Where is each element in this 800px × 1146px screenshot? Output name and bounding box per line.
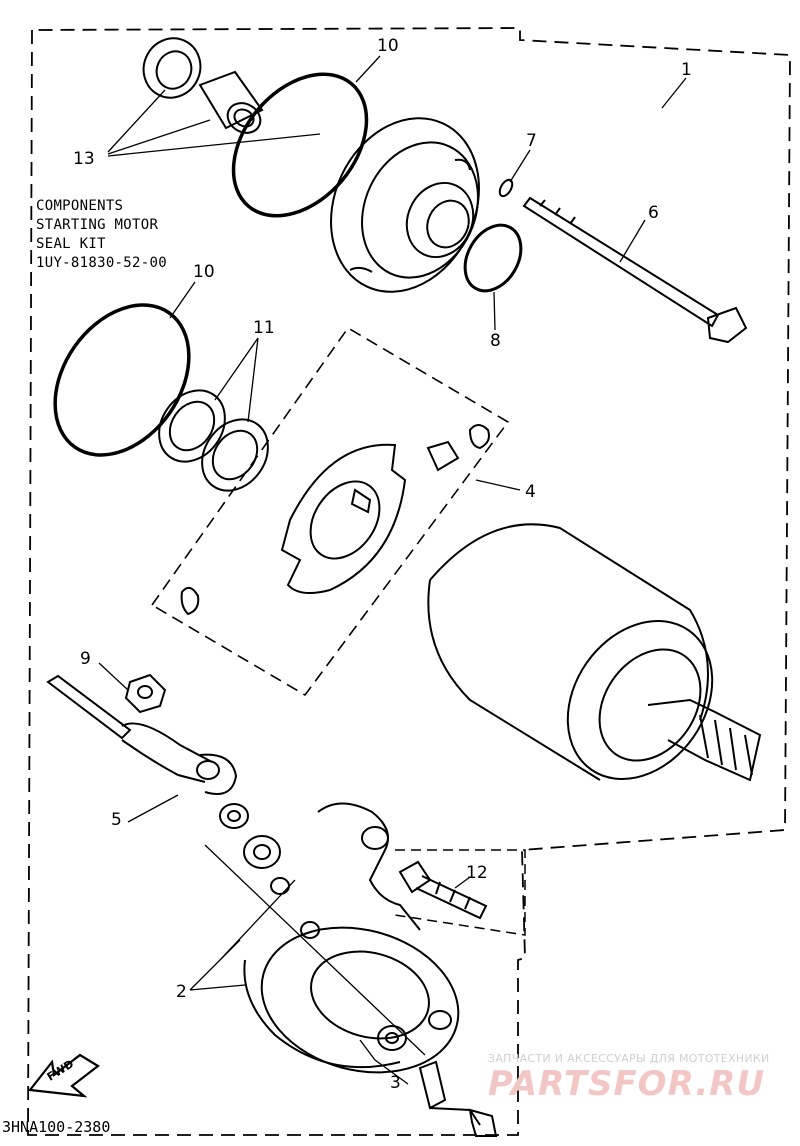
brush-holder bbox=[418, 1060, 498, 1137]
callout-3: 3 bbox=[390, 1073, 401, 1093]
note-line-1: COMPONENTS bbox=[36, 198, 124, 214]
callout-6: 6 bbox=[648, 203, 659, 223]
bolt-group-boundary bbox=[394, 849, 526, 936]
fwd-arrow-icon bbox=[27, 1053, 100, 1098]
callout-1: 1 bbox=[681, 60, 692, 80]
armature-yoke bbox=[427, 523, 762, 782]
diagram-code: 3HNA100-2380 bbox=[2, 1118, 111, 1136]
brush-group-boundary bbox=[150, 326, 510, 697]
assembly-boundary bbox=[27, 27, 791, 1136]
callout-4: 4 bbox=[525, 482, 536, 502]
through-bolt bbox=[522, 196, 748, 344]
o-ring-small bbox=[463, 223, 523, 293]
lead-wire bbox=[46, 674, 238, 795]
terminal-nut bbox=[124, 673, 167, 714]
callout-8: 8 bbox=[490, 331, 501, 351]
o-ring-large-upper bbox=[231, 72, 369, 218]
callout-9: 9 bbox=[80, 649, 91, 669]
callout-2: 2 bbox=[176, 982, 187, 1002]
brush-plate bbox=[180, 424, 490, 616]
callout-10-lower: 10 bbox=[193, 262, 215, 282]
note-line-4: 1UY-81830-52-00 bbox=[36, 255, 167, 271]
note-line-2: STARTING MOTOR bbox=[36, 217, 159, 233]
small-washer bbox=[498, 178, 514, 198]
callout-7: 7 bbox=[526, 131, 537, 151]
shim-washers bbox=[158, 389, 269, 492]
callout-11: 11 bbox=[253, 318, 275, 338]
callout-12: 12 bbox=[466, 863, 488, 883]
note-line-3: SEAL KIT bbox=[36, 236, 106, 252]
o-ring-large-lower bbox=[53, 303, 191, 457]
seal-ring bbox=[142, 37, 202, 99]
rear-cover bbox=[219, 802, 460, 1074]
callout-5: 5 bbox=[111, 810, 122, 830]
callout-13: 13 bbox=[73, 149, 95, 169]
front-cover bbox=[330, 117, 480, 293]
needle-bearing bbox=[198, 70, 264, 134]
watermark-logo: PARTSFOR.RU bbox=[488, 1064, 766, 1104]
watermark-tagline: ЗАПЧАСТИ И АКСЕССУАРЫ ДЛЯ МОТОТЕХНИКИ bbox=[488, 1052, 770, 1065]
callout-10-upper: 10 bbox=[377, 36, 399, 56]
seal-kit-note: COMPONENTS STARTING MOTOR SEAL KIT 1UY-8… bbox=[36, 197, 167, 273]
mounting-bolt bbox=[398, 860, 488, 920]
